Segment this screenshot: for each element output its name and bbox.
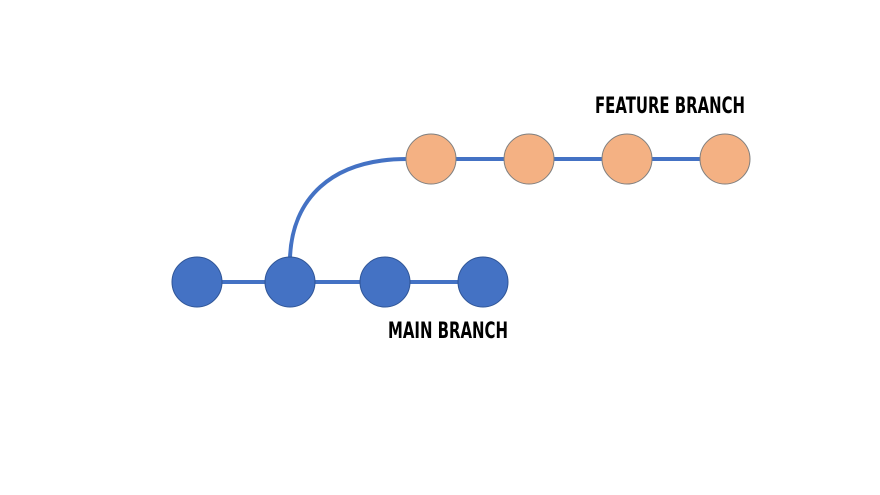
main-commit-1 [171, 256, 223, 308]
feature-branch-label: FEATURE BRANCH [595, 94, 745, 119]
main-commit-4 [457, 256, 509, 308]
main-commit-2 [264, 256, 316, 308]
branch-fork-curve [288, 157, 408, 282]
feature-commit-1 [405, 133, 457, 185]
feature-commit-3 [601, 133, 653, 185]
main-branch-label: MAIN BRANCH [388, 319, 508, 344]
feature-commit-2 [503, 133, 555, 185]
main-commit-3 [359, 256, 411, 308]
feature-commit-4 [699, 133, 751, 185]
